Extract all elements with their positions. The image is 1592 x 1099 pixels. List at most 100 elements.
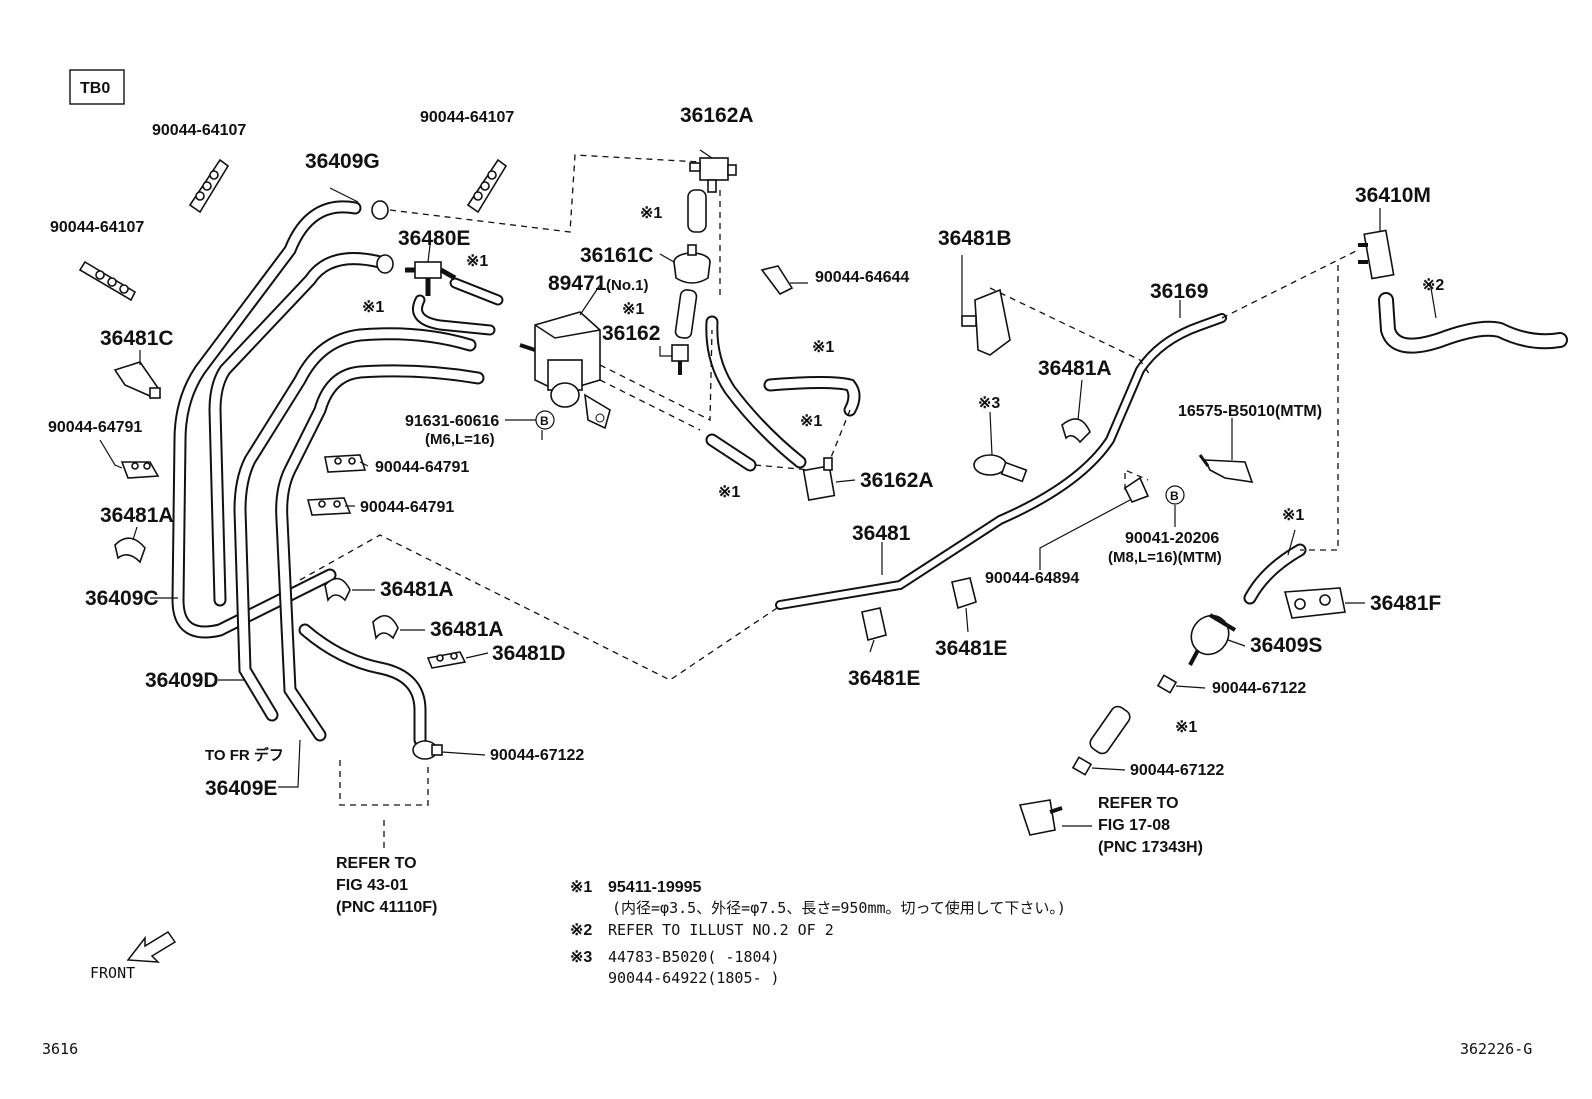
note3-text-a: 44783-B5020( -1804) <box>608 948 780 966</box>
note1-mark: ※1 <box>570 879 592 896</box>
circle-b-right: B <box>1170 489 1179 503</box>
label-36480e: 36480E <box>398 227 470 250</box>
mark1-b: ※1 <box>362 299 384 316</box>
clip-36481c <box>113 361 161 399</box>
mark1-f: ※1 <box>800 413 822 430</box>
note2-mark: ※2 <box>570 922 592 939</box>
vacuum-joint-36162a-mid <box>802 457 836 501</box>
clamp-90044-67122-c <box>1071 756 1093 776</box>
mark1-e: ※1 <box>812 339 834 356</box>
label-36481a-left: 36481A <box>100 504 174 527</box>
label-36481b: 36481B <box>938 227 1012 250</box>
clamp-90044-64644 <box>760 265 794 296</box>
mark2-label: ※2 <box>1422 277 1444 294</box>
note3-mark: ※3 <box>570 949 592 966</box>
clamp-90044-64894 <box>1123 476 1150 504</box>
vacuum-joint-36162a-top <box>689 157 737 193</box>
refer-left-line2: FIG 43-01 <box>336 877 408 894</box>
label-90044-64791-a: 90044-64791 <box>48 419 142 436</box>
filter-36161c <box>673 244 711 284</box>
note2-text: REFER TO ILLUST NO.2 OF 2 <box>608 921 834 939</box>
label-90041-20206: 90041-20206 <box>1125 530 1219 547</box>
label-91631-sub: (M6,L=16) <box>425 431 495 448</box>
clip-36481a-mid <box>1061 418 1091 444</box>
hose-36409g <box>208 252 387 607</box>
label-36161c: 36161C <box>580 244 654 267</box>
label-36481a-d: 36481A <box>430 618 504 641</box>
mark3-label: ※3 <box>978 395 1000 412</box>
label-36481e-a: 36481E <box>848 667 920 690</box>
hose-mark2-right <box>1378 292 1568 354</box>
clamp-90044-64791-b <box>324 454 367 473</box>
check-valve-36162 <box>671 344 689 375</box>
refer-right-line1: REFER TO <box>1098 795 1179 812</box>
label-36409s: 36409S <box>1250 634 1322 657</box>
label-90044-64107-b: 90044-64107 <box>420 109 514 126</box>
clip-36481a-c <box>324 577 351 602</box>
bracket-36481b <box>961 288 1011 356</box>
clamp-90044-64791-a <box>120 461 160 479</box>
footer-right: 362226-G <box>1460 1040 1532 1058</box>
label-36410m: 36410M <box>1355 184 1431 207</box>
label-90044-64644: 90044-64644 <box>815 269 909 286</box>
label-36169: 36169 <box>1150 280 1208 303</box>
bracket-16575 <box>1198 454 1254 483</box>
label-36481: 36481 <box>852 522 911 545</box>
clamp-90044-64107-b <box>466 158 508 214</box>
clip-36481d <box>426 651 467 669</box>
footer-left: 3616 <box>42 1040 78 1058</box>
mark1-d: ※1 <box>622 301 644 318</box>
band-clamp-mark3 <box>973 454 1028 483</box>
label-36481a-c: 36481A <box>380 578 454 601</box>
clamp-90044-64107-a <box>188 158 230 214</box>
joint-36410m <box>1358 229 1395 280</box>
label-89471-sub: (No.1) <box>606 277 649 294</box>
clamp-90044-64791-c <box>306 497 352 516</box>
clamp-90044-67122-left <box>412 740 443 760</box>
label-90044-67122-b: 90044-67122 <box>1212 680 1306 697</box>
label-36481a-mid: 36481A <box>1038 357 1112 380</box>
mark1-a: ※1 <box>466 253 488 270</box>
mark1-h: ※1 <box>1282 507 1304 524</box>
label-36409c: 36409C <box>85 587 159 610</box>
hose-36409d <box>233 327 477 722</box>
hose-center <box>705 315 861 472</box>
hose-lower-left <box>298 623 427 747</box>
mark1-i: ※1 <box>1175 719 1197 736</box>
joint-refer-17-08 <box>1018 799 1063 836</box>
label-89471: 89471 <box>548 272 607 295</box>
hose-short-left <box>412 277 504 336</box>
label-90044-67122-c: 90044-67122 <box>1130 762 1224 779</box>
dashed-connections <box>299 154 1359 850</box>
label-36409g: 36409G <box>305 150 380 173</box>
refer-right-line2: FIG 17-08 <box>1098 817 1170 834</box>
hose-end-cap <box>376 254 394 274</box>
label-90041-sub: (M8,L=16)(MTM) <box>1108 549 1222 566</box>
label-90044-64894: 90044-64894 <box>985 570 1079 587</box>
box-code-frame <box>69 69 125 105</box>
clip-36481a-d <box>372 615 399 641</box>
tube-segment <box>687 189 707 233</box>
label-36409e: 36409E <box>205 777 277 800</box>
label-36409d: 36409D <box>145 669 219 692</box>
note3-text-b: 90044-64922(1805- ) <box>608 969 780 987</box>
label-36481d: 36481D <box>492 642 566 665</box>
circle-b-left: B <box>540 414 549 428</box>
clip-36481e-b <box>951 577 977 610</box>
hose-36409c <box>171 200 362 639</box>
clamp-36481f <box>1283 587 1346 619</box>
box-code: TB0 <box>80 80 110 97</box>
front-arrow-icon <box>126 930 177 963</box>
circle-b-marker-left <box>535 410 555 430</box>
tube-segment <box>674 289 698 339</box>
clamp-90044-64107-c <box>78 260 137 302</box>
t-joint-36480e <box>405 261 457 296</box>
note1-detail: (内径=φ3.5、外径=φ7.5、長さ=950mm。切って使用して下さい。) <box>612 899 1066 917</box>
label-90044-64791-b: 90044-64791 <box>375 459 469 476</box>
vsv-89471 <box>519 311 611 430</box>
label-to-fr: TO FR デフ <box>205 746 284 764</box>
hose-right-lower <box>1243 543 1307 605</box>
label-91631-60616: 91631-60616 <box>405 413 499 430</box>
